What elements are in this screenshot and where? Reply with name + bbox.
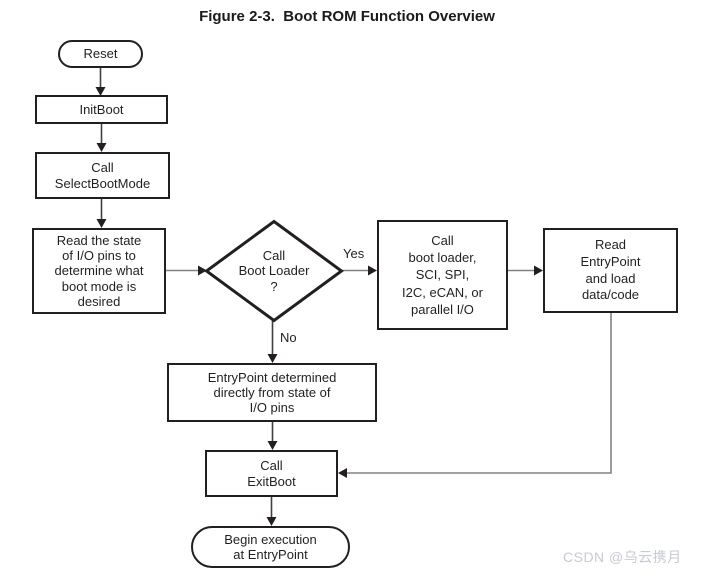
node-read-entrypoint: Read EntryPoint and load data/code <box>543 228 678 313</box>
connector-callbootloader-readentrypoint <box>508 265 543 276</box>
node-call-exitboot: Call ExitBoot <box>205 450 338 497</box>
decision-label: Call Boot Loader ? <box>238 247 310 294</box>
connector-reset-initboot <box>95 68 106 96</box>
connector-selectbootmode-readstate <box>96 199 107 228</box>
node-call-boot-loader-peripherals: Call boot loader, SCI, SPI, I2C, eCAN, o… <box>377 220 508 330</box>
figure-title: Figure 2-3. Boot ROM Function Overview <box>199 8 495 25</box>
decision-diamond-shape <box>203 219 345 323</box>
edge-label-yes: Yes <box>343 246 365 261</box>
connector-decision-entrypointdirect <box>267 320 278 363</box>
node-entrypoint-direct: EntryPoint determined directly from stat… <box>167 363 377 422</box>
connector-readentrypoint-exitboot <box>338 313 612 478</box>
connector-entrypointdirect-exitboot <box>267 422 278 450</box>
node-select-boot-mode: Call SelectBootMode <box>35 152 170 199</box>
edge-label-no: No <box>280 330 297 345</box>
node-decision-call-boot-loader <box>203 219 345 323</box>
connector-decision-callbootloader <box>341 265 377 276</box>
csdn-watermark: CSDN @乌云携月 <box>563 549 682 565</box>
node-begin-execution: Begin execution at EntryPoint <box>191 526 350 568</box>
connector-initboot-selectbootmode <box>96 124 107 152</box>
node-read-io-state: Read the state of I/O pins to determine … <box>32 228 166 314</box>
node-initboot: InitBoot <box>35 95 168 124</box>
connector-exitboot-beginexecution <box>266 497 277 526</box>
node-reset: Reset <box>58 40 143 68</box>
connector-readstate-decision <box>166 265 207 276</box>
